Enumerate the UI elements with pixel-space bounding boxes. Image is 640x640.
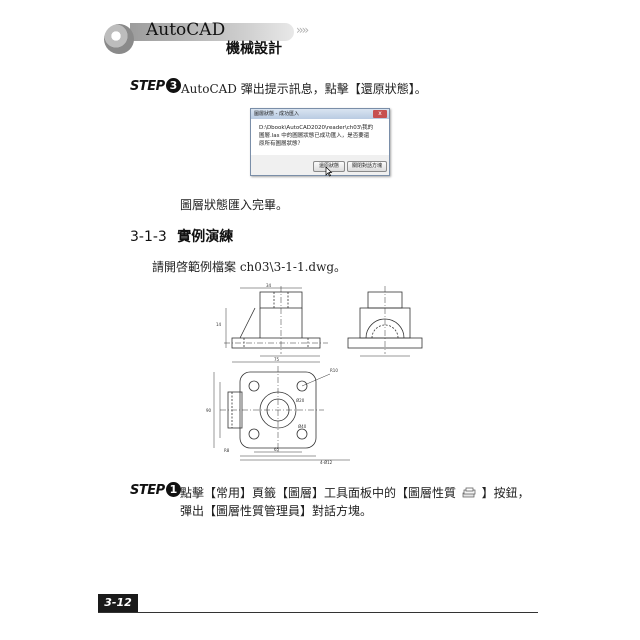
dialog-line-2: 圖層.las 中的圖層狀態已成功匯入，是否要還	[259, 133, 370, 139]
dim-75-label: 75	[274, 357, 280, 362]
dialog-close-icon[interactable]: x	[373, 110, 387, 118]
dim-o40-label: Ø40	[298, 424, 307, 429]
mouse-cursor-icon	[325, 167, 333, 177]
header-arrows: ››››	[296, 23, 309, 37]
layer-properties-icon	[462, 487, 476, 498]
dialog-line-1: D:\Dbook\AutoCAD2020\reader\ch03\我的	[259, 125, 374, 131]
section-title: 實例演練	[177, 229, 234, 245]
dim-65-label: 65	[274, 447, 280, 452]
top-view	[213, 366, 350, 461]
step-1-line-1-text: 點擊【常用】頁籤【圖層】工具面板中的【圖層性質	[180, 486, 457, 500]
close-dialog-button[interactable]: 關閉對話方塊	[347, 161, 387, 172]
step-3-number: 3	[165, 78, 181, 93]
dim-o20-label: Ø20	[296, 398, 305, 403]
side-view	[347, 286, 423, 357]
step-1-line-2: 彈出【圖層性質管理員】對話方塊。	[180, 504, 373, 518]
header-title: AutoCAD	[146, 20, 226, 40]
step-3-text: AutoCAD 彈出提示訊息，點擊【還原狀態】。	[181, 82, 427, 96]
import-complete-text: 圖層狀態匯入完畢。	[180, 198, 289, 212]
front-view	[224, 286, 328, 363]
section-number: 3-1-3	[130, 229, 167, 245]
dialog-message: D:\Dbook\AutoCAD2020\reader\ch03\我的 圖層.l…	[251, 119, 389, 155]
dialog-title: 圖層狀態 - 成功匯入	[254, 111, 299, 117]
layer-state-dialog: 圖層狀態 - 成功匯入 x D:\Dbook\AutoCAD2020\reade…	[250, 108, 390, 177]
step-1-line-1-end: 】按鈕，	[481, 486, 530, 500]
dim-34-label: 34	[266, 283, 272, 288]
dim-r10-label: R10	[330, 368, 338, 373]
dialog-line-3: 原所有圖層狀態？	[259, 141, 304, 147]
step-1-number: 1	[165, 482, 181, 497]
step-3-word: STEP	[130, 79, 165, 94]
dialog-titlebar: 圖層狀態 - 成功匯入 x	[251, 109, 389, 119]
dim-r8-label: R8	[224, 448, 230, 453]
step-1-word: STEP	[130, 483, 165, 498]
footer-rule	[98, 612, 538, 613]
header-subtitle: 機械設計	[226, 41, 282, 57]
dim-o12-label: 4-Ø12	[320, 460, 333, 465]
section-heading: 3-1-3 實例演練	[130, 226, 233, 246]
step-1-line-1: 點擊【常用】頁籤【圖層】工具面板中的【圖層性質 】按鈕，	[180, 484, 530, 501]
header-disc-icon	[104, 24, 134, 54]
open-example-instruction: 請開啓範例檔案 ch03\3-1-1.dwg。	[152, 260, 347, 274]
cad-part-drawing: 34 14 75 90 65 R10 R8 Ø20 Ø40 4-Ø12	[206, 283, 423, 465]
page-number: 3-12	[98, 594, 138, 612]
dim-14-label: 14	[216, 322, 222, 327]
header-bar	[130, 23, 294, 41]
dim-90-label: 90	[206, 408, 212, 413]
